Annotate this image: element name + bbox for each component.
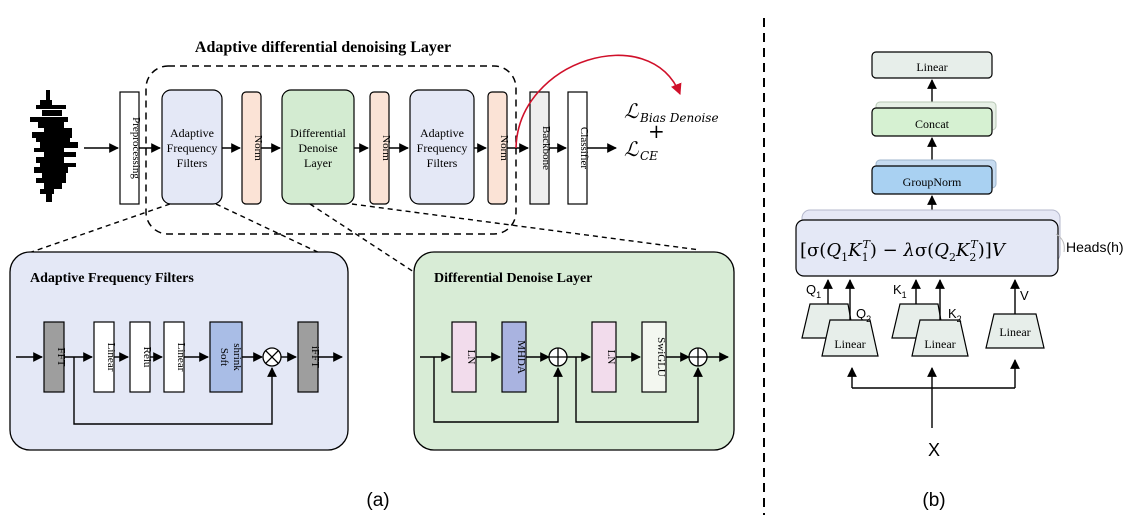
fft-label: FFT [55,348,67,367]
aff-detail-panel: Adaptive Frequency Filters FFT Linear Re… [9,251,349,451]
caption-b: (b) [922,490,945,511]
linear-k-block [911,319,969,357]
ifft-label: iFFT [309,346,321,368]
input-signal-waveform [30,90,78,202]
adaptive-frequency-filters-block-1 [161,89,223,205]
linear-v-block [985,313,1045,349]
aff1-label-line3: Filters [177,156,208,170]
heads-label: Heads(h) [1066,239,1124,255]
panel-b: Linear Concat GroupNorm [σ(Q1K1T) − λσ(Q… [795,51,1124,511]
panel-a: Adaptive differential denoising Layer Pr… [9,39,735,511]
relu-label: Relu [141,347,153,368]
swiglu-block [641,321,667,393]
loss-bias-subscript: Bias Denoise [639,111,719,125]
aff-panel-title: Adaptive Frequency Filters [30,271,194,286]
linear-v-label: Linear [999,325,1030,339]
ddl-label-line3: Layer [304,156,332,170]
adaptive-layer-title: Adaptive differential denoising Layer [195,39,451,56]
bias-loss-arrow [515,54,682,149]
soft-shrink-label-line2: shrink [231,343,243,371]
mhda-label: MHDA [515,340,527,374]
ddl-label-line2: Denoise [298,141,337,155]
groupnorm-block [871,165,993,195]
linear-k-label: Linear [924,337,955,351]
concat-block [871,107,993,137]
zoom-line-ddl-left [309,203,421,277]
norm-label-3: Norm [498,135,510,161]
linear-output-block [871,51,993,79]
soft-shrink-block [209,321,243,393]
linear-output-label: Linear [916,60,947,74]
key-projection: Linear K1 K2 [891,279,969,357]
add-icon-1 [548,347,568,367]
loss-bias-symbol: ℒ [624,99,639,123]
adaptive-layer-dashed-region [145,65,517,235]
q1-label: Q1 [806,282,821,300]
preprocessing-label: Preprocessing [130,117,142,179]
loss-plus: + [648,119,665,143]
k2-label: K2 [948,306,962,324]
differential-attention-formula: [σ(Q1K1T) − λσ(Q2K2T)]V [800,238,1007,264]
linear-q-block [821,319,879,357]
concat-label: Concat [915,117,950,131]
multiply-icon [262,347,282,367]
differential-attention-block [795,219,1059,277]
swiglu-label: SwiGLU [655,337,667,377]
aff1-label-line1: Adaptive [170,126,214,140]
soft-shrink-label-line1: Soft [218,348,230,366]
aff2-label-line2: Frequency [417,141,468,155]
linear-q-label: Linear [834,337,865,351]
mhda-block [501,321,527,393]
ddl-detail-panel: Differential Denoise Layer LN MHDA LN Sw… [413,251,735,451]
backbone-label: Backbone [540,126,552,170]
ddl-label-line1: Differential [290,126,346,140]
add-icon-2 [688,347,708,367]
q2-label: Q2 [856,306,871,324]
v-label: V [1020,288,1029,303]
k1-label: K1 [893,282,907,300]
zoom-line-aff-left [19,203,171,257]
query-projection: Linear Q1 Q2 [801,279,879,357]
value-projection: Linear V [985,279,1045,349]
groupnorm-label: GroupNorm [903,175,962,189]
loss-terms: ℒ Bias Denoise + ℒ CE [624,99,719,163]
linear-label-2: Linear [175,343,187,372]
aff2-label-line3: Filters [427,156,458,170]
linear-label-1: Linear [105,343,117,372]
ddl-panel-title: Differential Denoise Layer [434,271,592,286]
aff2-label-line1: Adaptive [420,126,464,140]
loss-ce-symbol: ℒ [624,137,639,161]
differential-denoise-layer-block [281,89,355,205]
zoom-line-ddl-right [351,203,701,251]
loss-ce-subscript: CE [640,149,658,163]
classifier-label: Classifier [578,127,590,169]
aff1-label-line2: Frequency [167,141,218,155]
adaptive-frequency-filters-block-2 [409,89,475,205]
norm-label-1: Norm [252,135,264,161]
input-x-label: X [928,440,940,460]
ln-label-2: LN [605,350,617,365]
caption-a: (a) [366,490,389,511]
norm-label-2: Norm [380,135,392,161]
ln-label-1: LN [465,350,477,365]
zoom-line-aff-right [215,203,327,257]
svg-text:[σ(Q1K1T) − λσ(Q2K2T)]V: [σ(Q1K1T) − λσ(Q2K2T)]V [800,238,1007,264]
